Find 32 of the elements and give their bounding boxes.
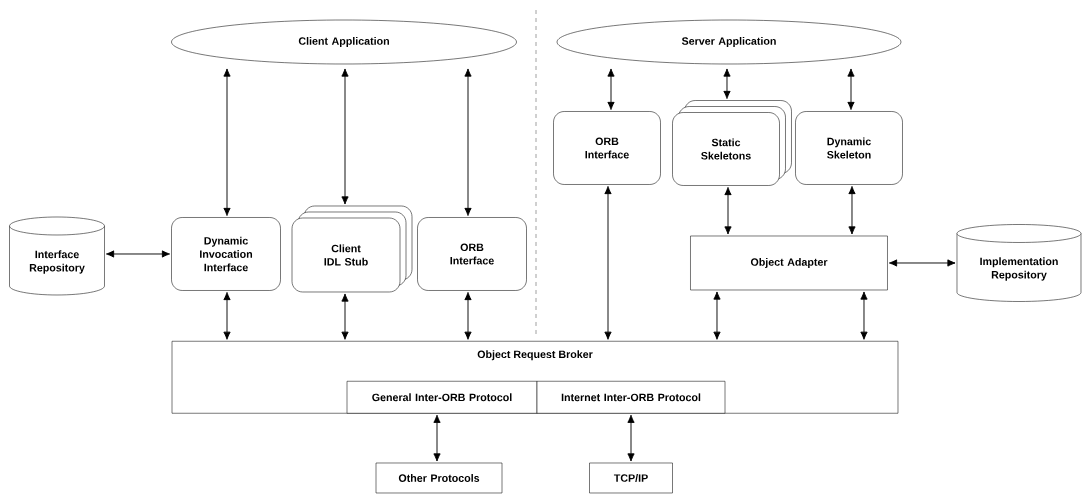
stacked-box: Client IDL Stub (291, 205, 413, 293)
component-box: Dynamic Skeleton (795, 111, 903, 185)
repository-cylinder: Implementation Repository (956, 224, 1082, 302)
arrow (341, 293, 349, 340)
component-box: Dynamic Invocation Interface (171, 217, 281, 291)
arrow (723, 68, 731, 99)
component-box: TCP/IP (589, 462, 673, 494)
arrow (223, 292, 231, 340)
arrow (607, 68, 615, 110)
arrow (848, 186, 856, 235)
arrow (627, 414, 635, 462)
arrow (604, 186, 612, 340)
component-box: Other Protocols (375, 462, 503, 494)
arrow (724, 187, 732, 235)
arrow (464, 68, 472, 216)
arrow (847, 68, 855, 110)
node-label: Implementation Repository (980, 257, 1058, 281)
arrow (860, 291, 868, 340)
arrow (341, 68, 349, 205)
component-box: General Inter-ORB Protocol (346, 381, 538, 414)
component-box: ORB Interface (417, 217, 527, 291)
component-box: Object Adapter (690, 235, 888, 291)
stacked-box: Static Skeletons (672, 100, 792, 186)
repository-cylinder: Interface Repository (9, 216, 105, 296)
arrow (223, 68, 231, 216)
arrow (433, 414, 441, 462)
component-box: Internet Inter-ORB Protocol (536, 381, 726, 414)
arrow (106, 250, 170, 258)
arrow (889, 259, 956, 267)
arrow (464, 292, 472, 340)
arrow (713, 291, 721, 340)
component-box: ORB Interface (553, 111, 661, 185)
